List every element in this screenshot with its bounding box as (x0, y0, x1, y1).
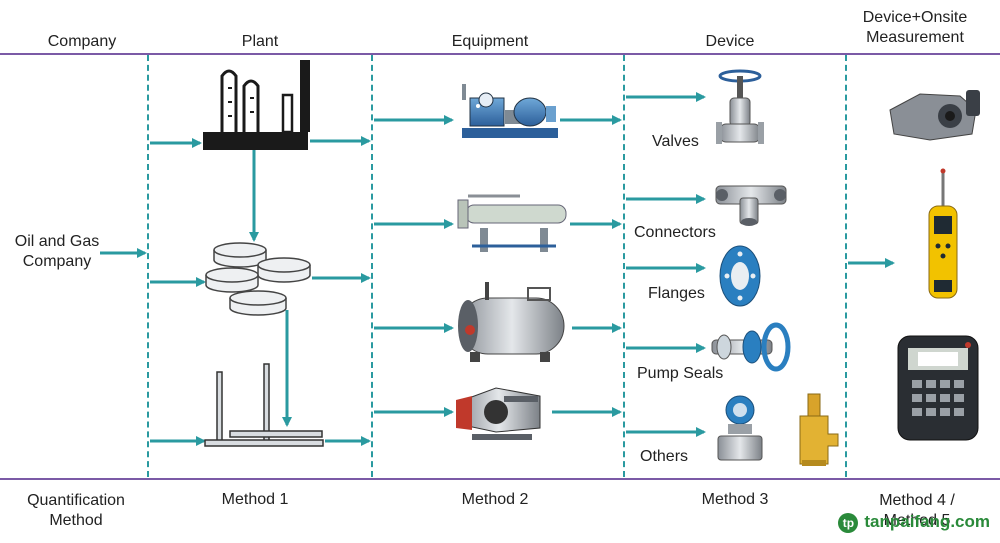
connector-icon (715, 185, 787, 226)
connectors-label: Connectors (634, 224, 716, 241)
pump-seals-label: Pump Seals (637, 365, 724, 382)
footer-rule (0, 478, 1000, 480)
method-3-label: Method 3 (701, 491, 769, 508)
boiler-icon (458, 282, 565, 362)
valves-label: Valves (652, 133, 699, 150)
header-device-onsite: Device+Onsite Measurement (862, 9, 968, 46)
watermark: tp tanpaifang.com (838, 512, 990, 533)
pipeline-icon (204, 363, 324, 447)
flanges-label: Flanges (648, 285, 705, 302)
gas-detector-icon (928, 168, 958, 299)
analyzer-icon (897, 335, 979, 441)
safety-valve-icon (799, 393, 839, 466)
quantification-method-label: Quantification Method (27, 492, 125, 529)
header-plant: Plant (241, 33, 279, 50)
column-separator (147, 55, 149, 477)
ir-camera-icon (889, 90, 980, 141)
column-separator (623, 55, 625, 477)
others-label: Others (640, 448, 689, 465)
header-company: Company (47, 33, 117, 50)
column-separator (371, 55, 373, 477)
flow-arrows (100, 92, 895, 446)
pump-seal-icon (711, 322, 791, 372)
turbine-icon (456, 387, 541, 440)
header-equipment: Equipment (451, 33, 529, 50)
oil-gas-company-label: Oil and Gas Company (14, 233, 100, 270)
header-device: Device (705, 33, 755, 50)
method-4-5-label: Method 4 / Method 5 (879, 492, 955, 529)
method-1-label: Method 1 (221, 491, 289, 508)
watermark-logo-icon: tp (838, 512, 859, 533)
refinery-icon (203, 60, 310, 150)
compressor-icon (462, 84, 558, 138)
method-2-label: Method 2 (461, 491, 529, 508)
valve-icon (716, 69, 764, 144)
watermark-text: tanpaifang.com (864, 512, 990, 531)
storage-tanks-icon (205, 242, 311, 316)
heat-exchanger-icon (457, 194, 567, 252)
header-rule (0, 53, 1000, 55)
transmitter-icon (717, 395, 763, 461)
column-separator (845, 55, 847, 477)
flange-icon (719, 245, 761, 307)
